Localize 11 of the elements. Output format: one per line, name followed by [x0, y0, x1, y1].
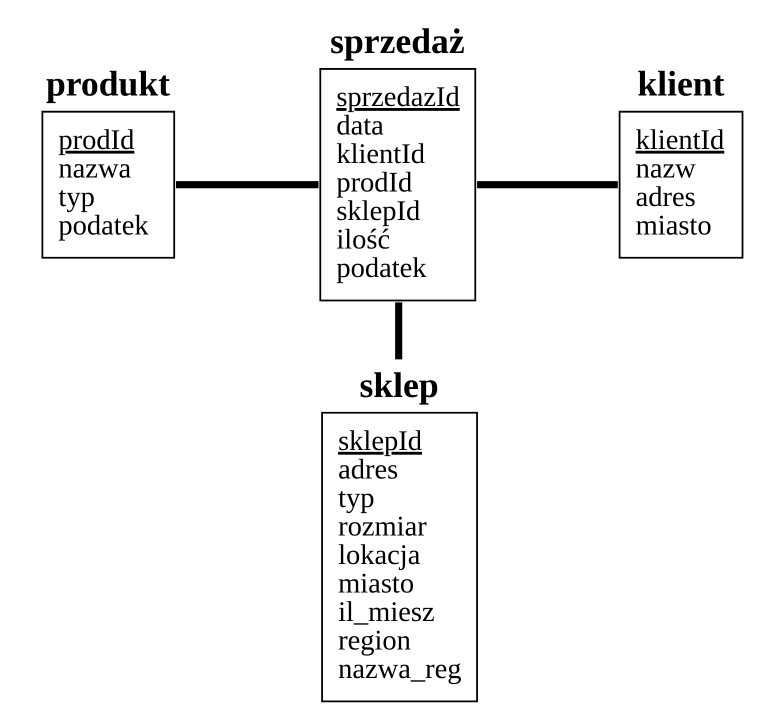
- node-label: sprzedaż: [330, 20, 464, 61]
- node-label: klient: [636, 64, 724, 104]
- node-box: sklepId adres typ rozmiar lokacja miasto il_miesz region nazwa_reg: [320, 412, 478, 702]
- connector: [394, 302, 402, 360]
- node-label: produkt: [45, 64, 170, 104]
- node-box: klientId nazw adres miasto: [618, 110, 743, 259]
- node-box: prodId nazwa typ podatek: [41, 110, 175, 259]
- connector: [476, 181, 618, 188]
- node-box: sprzedazId data klientId prodId sklepId ilość podatek: [318, 68, 476, 302]
- node-label: sklep: [358, 364, 438, 405]
- connector: [176, 181, 318, 188]
